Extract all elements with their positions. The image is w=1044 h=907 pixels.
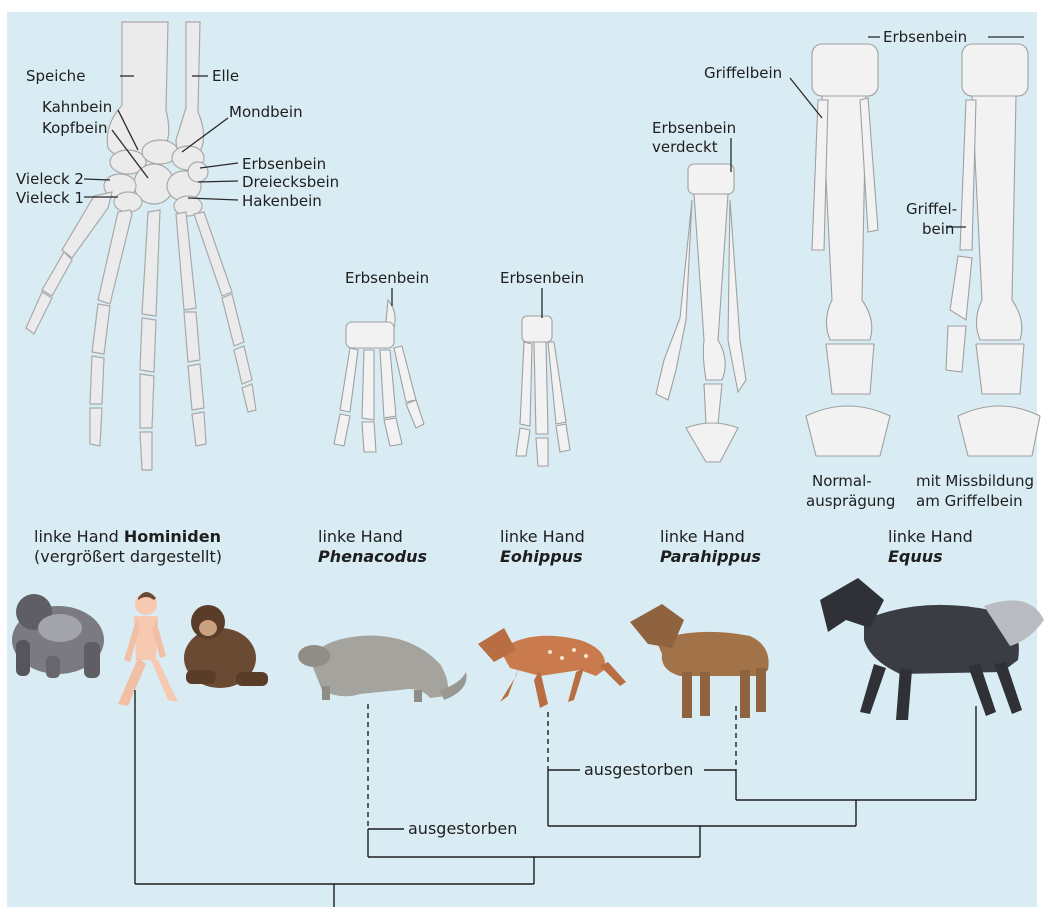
label-speiche: Speiche bbox=[26, 67, 85, 85]
label-elle: Elle bbox=[212, 67, 239, 85]
hominid-hand-skeleton-icon bbox=[26, 22, 256, 470]
eohippus-icon bbox=[478, 628, 626, 708]
equus-hand-malformed-skeleton-icon bbox=[946, 44, 1040, 456]
label-ausgestorben-2: ausgestorben bbox=[408, 819, 517, 838]
label-kahnbein: Kahnbein bbox=[42, 98, 112, 116]
label-vieleck-2: Vieleck 2 bbox=[16, 170, 84, 188]
label-vieleck-1: Vieleck 1 bbox=[16, 189, 84, 207]
caption-parahippus-name: Parahippus bbox=[660, 547, 761, 566]
label-griffelbein-split-2: bein bbox=[922, 220, 954, 238]
label-missbildung-1: mit Missbildung bbox=[916, 472, 1034, 490]
phenacodus-hand-skeleton-icon bbox=[334, 300, 424, 452]
label-erbsenbein-verdeckt-1: Erbsenbein bbox=[652, 119, 736, 137]
caption-hominiden-note: (vergrößert dargestellt) bbox=[34, 547, 222, 566]
label-erbsenbein-verdeckt-2: verdeckt bbox=[652, 138, 718, 156]
label-missbildung-2: am Griffelbein bbox=[916, 492, 1023, 510]
caption-phenacodus-name: Phenacodus bbox=[318, 547, 427, 566]
parahippus-icon bbox=[630, 604, 769, 718]
label-erbsenbein-eohippus: Erbsenbein bbox=[500, 269, 584, 287]
label-mondbein: Mondbein bbox=[229, 103, 303, 121]
label-griffelbein: Griffelbein bbox=[704, 64, 782, 82]
label-ausgestorben-1: ausgestorben bbox=[584, 760, 693, 779]
human-icon bbox=[118, 592, 178, 706]
label-erbsenbein-phenacodus: Erbsenbein bbox=[345, 269, 429, 287]
label-kopfbein: Kopfbein bbox=[42, 119, 108, 137]
equus-hand-normal-skeleton-icon bbox=[806, 44, 890, 456]
caption-eohippus-name: Eohippus bbox=[500, 547, 583, 566]
caption-parahippus-line1: linke Hand bbox=[660, 527, 745, 546]
label-normal-2: ausprägung bbox=[806, 492, 895, 510]
phylogenetic-tree bbox=[135, 690, 976, 907]
caption-eohippus-line1: linke Hand bbox=[500, 527, 585, 546]
label-dreiecksbein: Dreiecksbein bbox=[242, 173, 339, 191]
label-erbsenbein: Erbsenbein bbox=[242, 155, 326, 173]
parahippus-hand-skeleton-icon bbox=[656, 164, 746, 462]
gorilla-icon bbox=[12, 594, 104, 678]
phenacodus-icon bbox=[298, 636, 467, 702]
caption-hominiden: linke Hand Hominiden bbox=[34, 527, 221, 546]
chimpanzee-icon bbox=[184, 605, 268, 688]
horse-icon bbox=[820, 578, 1044, 720]
label-erbsenbein-equus: Erbsenbein bbox=[883, 28, 967, 46]
label-hakenbein: Hakenbein bbox=[242, 192, 322, 210]
label-normal-1: Normal- bbox=[812, 472, 872, 490]
eohippus-hand-skeleton-icon bbox=[516, 316, 570, 466]
caption-equus-line1: linke Hand bbox=[888, 527, 973, 546]
caption-equus-name: Equus bbox=[888, 547, 943, 566]
caption-phenacodus-line1: linke Hand bbox=[318, 527, 403, 546]
label-griffelbein-split-1: Griffel- bbox=[906, 200, 957, 218]
